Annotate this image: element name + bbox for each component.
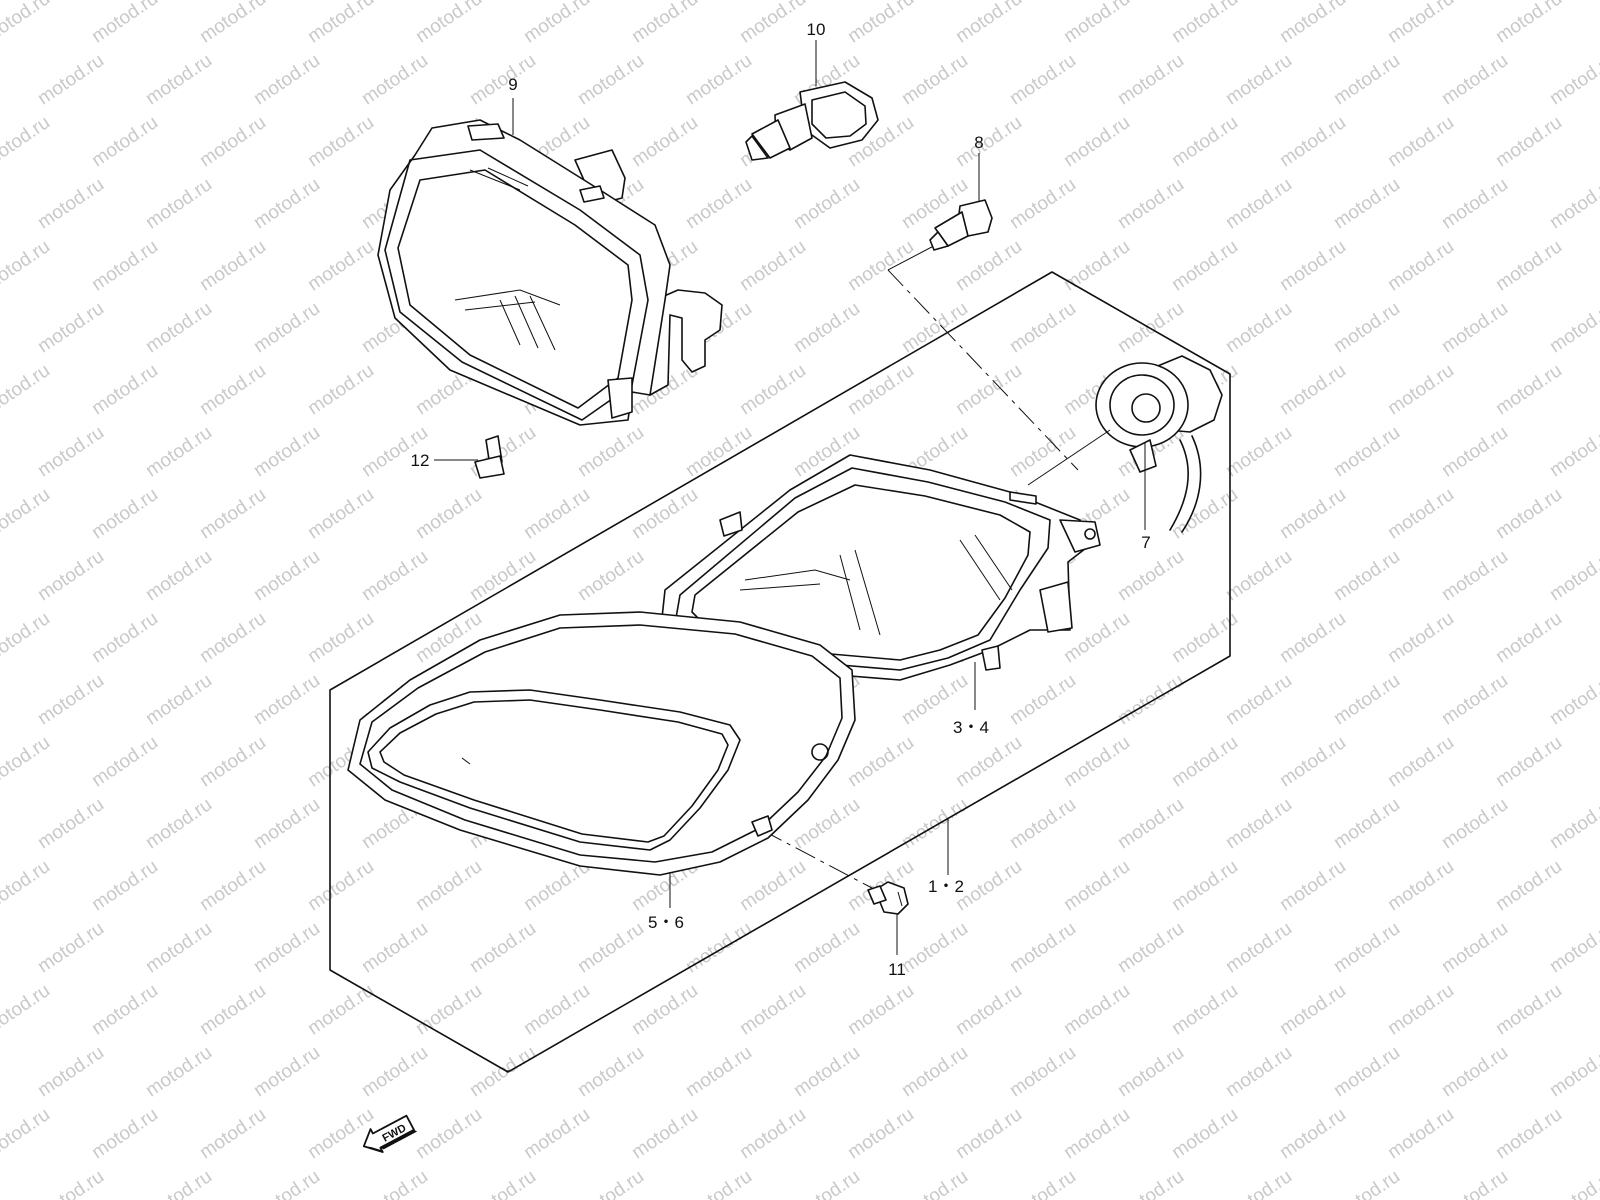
headlight-bulb-part-10 — [745, 81, 879, 161]
clip-part-11 — [867, 881, 909, 915]
callout-1-2: 1・2 — [928, 877, 964, 896]
callout-9: 9 — [508, 75, 517, 94]
position-bulb-part-8 — [929, 199, 993, 251]
callout-5-6: 5・6 — [648, 913, 684, 932]
screw-part-12 — [474, 435, 505, 479]
callout-12: 12 — [411, 451, 430, 470]
callout-11: 11 — [888, 960, 906, 979]
callout-3-4: 3・4 — [953, 718, 989, 737]
headlight-unit-part-9 — [377, 119, 723, 426]
headlight-rim-part-5-6 — [347, 611, 856, 876]
callout-7: 7 — [1141, 533, 1150, 552]
callout-10: 10 — [807, 20, 826, 39]
callout-leader-lines — [434, 40, 1146, 955]
callout-8: 8 — [974, 133, 983, 152]
bulb-socket-part-7 — [1095, 355, 1223, 533]
assembly-box-outline — [329, 271, 1231, 1073]
forward-direction-arrow-icon: FWD — [362, 1114, 418, 1153]
headlight-lens-part-3-4 — [661, 454, 1101, 681]
